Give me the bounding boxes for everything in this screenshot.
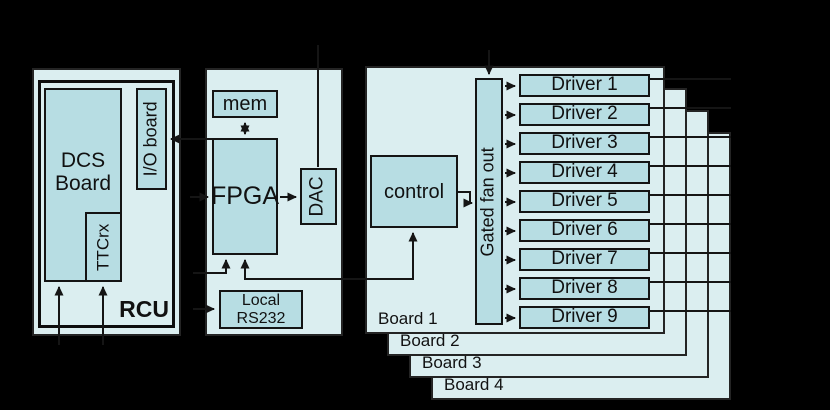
mem-label: mem bbox=[222, 93, 268, 115]
dac-label: DAC bbox=[307, 176, 329, 217]
board-2-label: Board 2 bbox=[400, 331, 460, 350]
rs232-label: Local RS232 bbox=[236, 291, 286, 327]
board-4-label: Board 4 bbox=[444, 375, 504, 394]
driver-box-8: Driver 8 bbox=[519, 277, 650, 300]
driver-box-6: Driver 6 bbox=[519, 219, 650, 242]
control-label: control bbox=[383, 180, 445, 203]
fpga-box: FPGA bbox=[210, 138, 280, 255]
board-3-label: Board 3 bbox=[422, 353, 482, 372]
driver-box-5: Driver 5 bbox=[519, 190, 650, 213]
io-board-box: I/O board bbox=[136, 88, 167, 190]
ttcrx-label: TTCrx bbox=[93, 223, 113, 271]
driver-box-4: Driver 4 bbox=[519, 161, 650, 184]
driver-label: Driver 7 bbox=[551, 248, 618, 270]
rs232-box: Local RS232 bbox=[219, 290, 303, 329]
rcu-frame bbox=[38, 80, 175, 328]
dac-box: DAC bbox=[300, 168, 337, 225]
driver-box-2: Driver 2 bbox=[519, 103, 650, 126]
driver-box-1: Driver 1 bbox=[519, 74, 650, 97]
rcu-label: RCU bbox=[119, 296, 169, 322]
driver-label: Driver 1 bbox=[551, 74, 618, 96]
board-1-label: Board 1 bbox=[378, 309, 438, 328]
dcs-board-label: DCS Board bbox=[54, 148, 112, 195]
driver-label: Driver 5 bbox=[551, 190, 618, 212]
control-box: control bbox=[370, 155, 458, 228]
driver-label: Driver 4 bbox=[551, 161, 618, 183]
mem-box: mem bbox=[212, 90, 278, 118]
driver-label: Driver 9 bbox=[551, 306, 618, 328]
gated-fanout-box: Gated fan out bbox=[475, 78, 503, 325]
driver-label: Driver 6 bbox=[551, 219, 618, 241]
driver-label: Driver 3 bbox=[551, 132, 618, 154]
ttcrx-box: TTCrx bbox=[85, 212, 122, 282]
driver-box-7: Driver 7 bbox=[519, 248, 650, 271]
driver-label: Driver 2 bbox=[551, 103, 618, 125]
io-board-label: I/O board bbox=[140, 101, 161, 177]
driver-label: Driver 8 bbox=[551, 277, 618, 299]
driver-box-9: Driver 9 bbox=[519, 306, 650, 329]
fpga-label: FPGA bbox=[210, 181, 280, 210]
gated-fanout-label: Gated fan out bbox=[478, 146, 499, 257]
driver-box-3: Driver 3 bbox=[519, 132, 650, 155]
